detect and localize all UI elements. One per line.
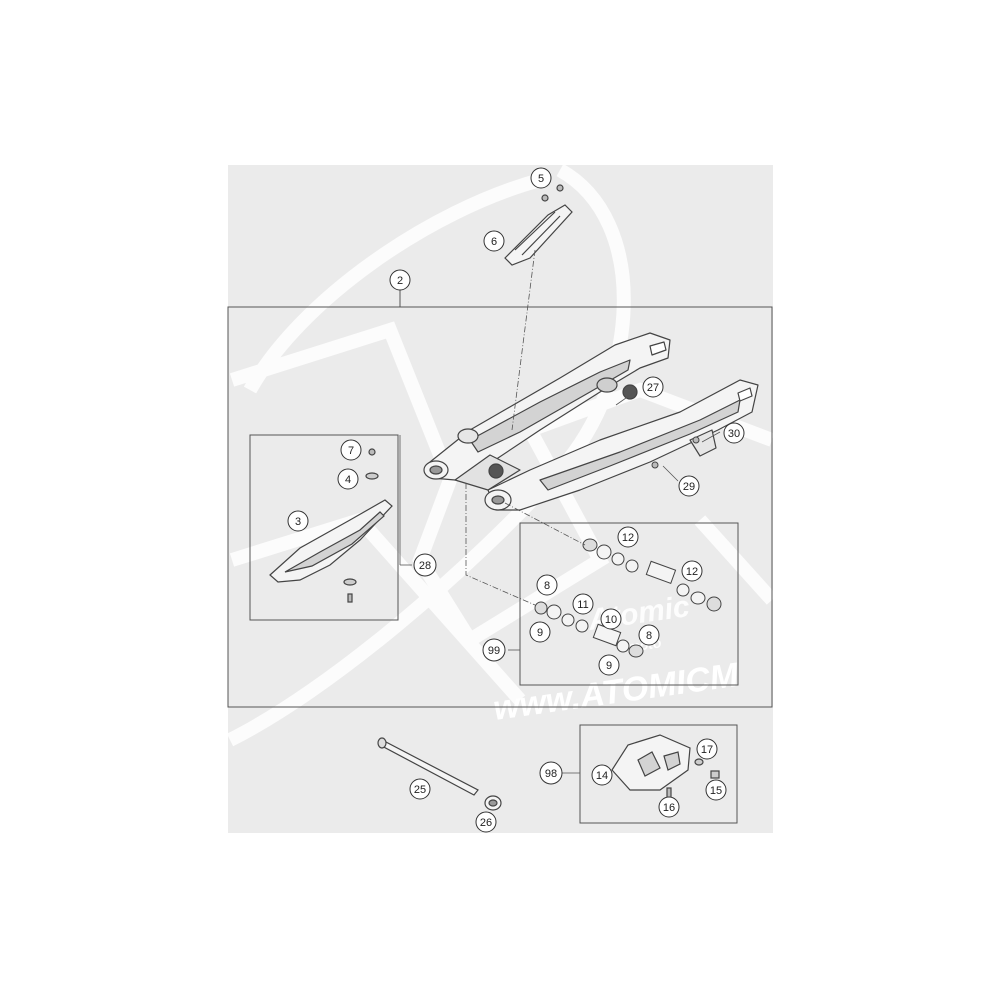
callout-6[interactable]: 6 [483,230,505,252]
svg-text:6: 6 [491,236,497,248]
svg-text:3: 3 [295,516,301,528]
leader-bearing-lower [465,483,536,606]
svg-text:14: 14 [596,770,608,782]
callout-10[interactable]: 10 [600,608,622,630]
svg-text:16: 16 [663,802,675,814]
chain-slider-icon [269,448,393,603]
pivot-axle-icon [377,737,502,811]
callout-17[interactable]: 17 [696,738,718,760]
callout-16[interactable]: 16 [658,796,680,818]
callout-5[interactable]: 5 [530,167,552,189]
svg-text:12: 12 [622,532,634,544]
svg-text:26: 26 [480,817,492,829]
svg-text:98: 98 [545,768,557,780]
callout-2[interactable]: 2 [389,269,411,291]
bolt-30-icon [692,436,700,444]
callout-4[interactable]: 4 [337,468,359,490]
callout-15[interactable]: 15 [705,779,727,801]
svg-text:8: 8 [646,630,652,642]
svg-text:10: 10 [605,614,617,626]
callout-98[interactable]: 98 [539,761,563,785]
callout-3[interactable]: 3 [287,510,309,532]
leader-6-dashed [511,249,536,431]
bolt-29-icon [651,461,659,469]
svg-text:29: 29 [683,481,695,493]
chain-slider-upper-icon [504,184,573,266]
callout-12-right[interactable]: 12 [681,560,703,582]
svg-text:9: 9 [537,627,543,639]
bearing-kit-icon [534,538,722,658]
callout-9-left[interactable]: 9 [529,621,551,643]
svg-text:99: 99 [488,645,500,657]
svg-text:30: 30 [728,428,740,440]
callouts: 2 5 6 27 30 29 7 4 3 28 12 12 8 11 10 9 … [287,167,745,833]
group-box-chain-guide [579,724,738,824]
group-box-chain-slider [249,434,399,621]
callout-25[interactable]: 25 [409,778,431,800]
callout-9-right[interactable]: 9 [598,654,620,676]
callout-26[interactable]: 26 [475,811,497,833]
group-box-swingarm [227,306,773,708]
callout-7[interactable]: 7 [340,439,362,461]
svg-text:11: 11 [577,599,588,611]
callout-14[interactable]: 14 [591,764,613,786]
svg-text:17: 17 [701,744,713,756]
callout-11[interactable]: 11 [572,593,594,615]
callout-29[interactable]: 29 [678,475,700,497]
callout-8-right[interactable]: 8 [638,624,660,646]
svg-text:4: 4 [345,474,351,486]
swingarm-assembly-icon [423,332,759,511]
svg-text:28: 28 [419,560,431,572]
chain-guide-icon [611,734,720,801]
leader-bearing-upper [504,502,586,546]
svg-text:7: 7 [348,445,354,457]
group-box-bearing-kit [519,522,739,686]
callout-30[interactable]: 30 [723,422,745,444]
svg-text:27: 27 [647,382,659,394]
callout-28[interactable]: 28 [413,553,437,577]
svg-text:25: 25 [414,784,426,796]
callout-8-left[interactable]: 8 [536,574,558,596]
svg-text:8: 8 [544,580,550,592]
svg-text:15: 15 [710,785,722,797]
callout-leaders [399,390,721,774]
svg-text:9: 9 [606,660,612,672]
svg-text:12: 12 [686,566,698,578]
svg-text:2: 2 [397,275,403,287]
callout-12-top[interactable]: 12 [617,526,639,548]
callout-99[interactable]: 99 [482,638,506,662]
callout-27[interactable]: 27 [642,376,664,398]
svg-text:5: 5 [538,173,544,185]
